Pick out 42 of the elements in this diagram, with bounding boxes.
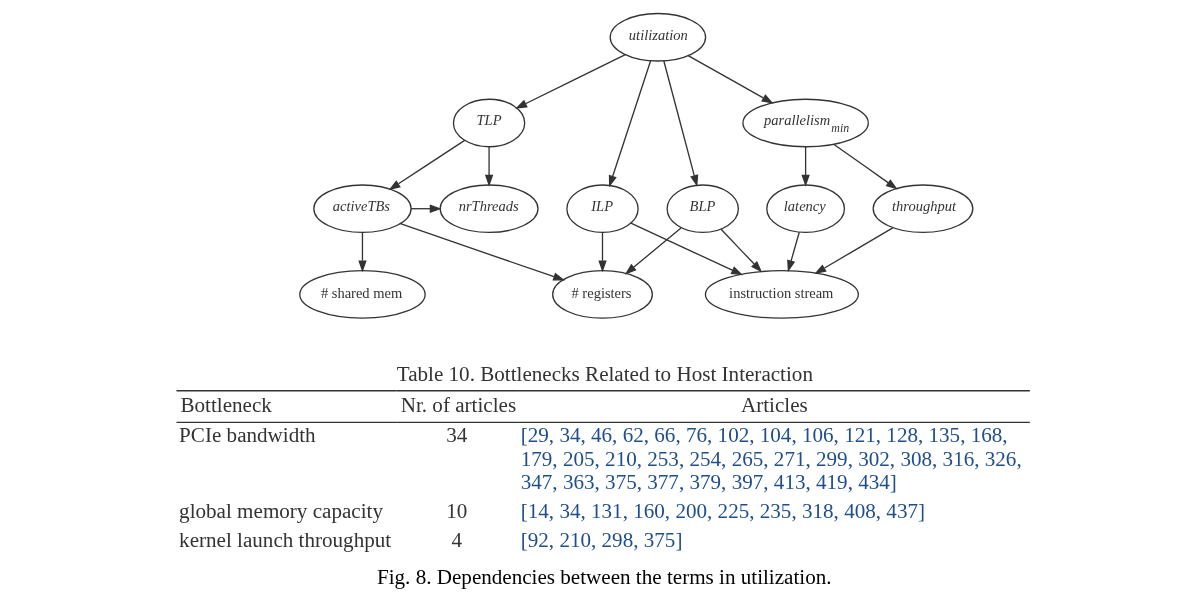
node-ellipse: ILP bbox=[565, 184, 639, 234]
arrow bbox=[832, 143, 898, 190]
arrow bbox=[388, 139, 465, 191]
label: global memory capacity bbox=[178, 499, 383, 524]
arrow bbox=[514, 53, 626, 109]
arrow bbox=[786, 231, 800, 273]
arrow bbox=[624, 227, 682, 275]
caption: Fig. 8. Dependencies between the terms in utilization. bbox=[376, 565, 832, 590]
node-ellipse: parallelism$_{min}$ bbox=[741, 98, 869, 148]
node-ellipse: latency bbox=[765, 184, 845, 234]
arrow bbox=[719, 228, 762, 273]
arrow bbox=[800, 146, 810, 187]
label: [92, 210, 298, 375] bbox=[520, 528, 682, 553]
node-ellipse: nrThreads bbox=[439, 184, 539, 234]
label: [29, 34, 46, 62, 66, 76, 102, 104, 106, 121, 128, 135, 168, 179, 205, 210, 253, 254, 265, 271, 299, 302, 308, 316, 326, 347, 363, 375, 377, 379, 397, 413, 419, 434] bbox=[520, 422, 1022, 495]
label: Nr. of articles bbox=[400, 392, 516, 417]
node-ellipse: utilization bbox=[609, 12, 706, 62]
node-ellipse: TLP bbox=[452, 98, 525, 148]
label: Bottleneck bbox=[179, 392, 272, 417]
label: PCIe bandwidth bbox=[178, 422, 316, 447]
label: Articles bbox=[740, 392, 808, 417]
arrow bbox=[608, 60, 651, 188]
label: 34 bbox=[445, 422, 467, 447]
label: kernel launch throughput bbox=[178, 528, 391, 553]
node-ellipse: instruction stream bbox=[704, 270, 859, 319]
arrow bbox=[357, 232, 367, 273]
node-ellipse: BLP bbox=[665, 184, 739, 234]
arrow bbox=[409, 204, 442, 213]
arrow bbox=[687, 54, 774, 104]
label: [14, 34, 131, 160, 200, 225, 235, 318, 408, 437] bbox=[520, 499, 925, 524]
arrow bbox=[662, 60, 698, 187]
node-ellipse: throughput bbox=[872, 184, 973, 234]
node-ellipse: activeTBs bbox=[312, 184, 412, 234]
arrow bbox=[629, 222, 743, 276]
label: 4 bbox=[450, 528, 462, 553]
node-ellipse: # shared mem bbox=[298, 270, 426, 319]
arrow bbox=[813, 227, 893, 274]
label: Table 10. Bottlenecks Related to Host Interaction bbox=[396, 362, 813, 387]
arrow bbox=[484, 146, 493, 187]
arrow bbox=[597, 232, 607, 273]
arrow bbox=[399, 222, 565, 281]
label: 10 bbox=[445, 499, 467, 524]
